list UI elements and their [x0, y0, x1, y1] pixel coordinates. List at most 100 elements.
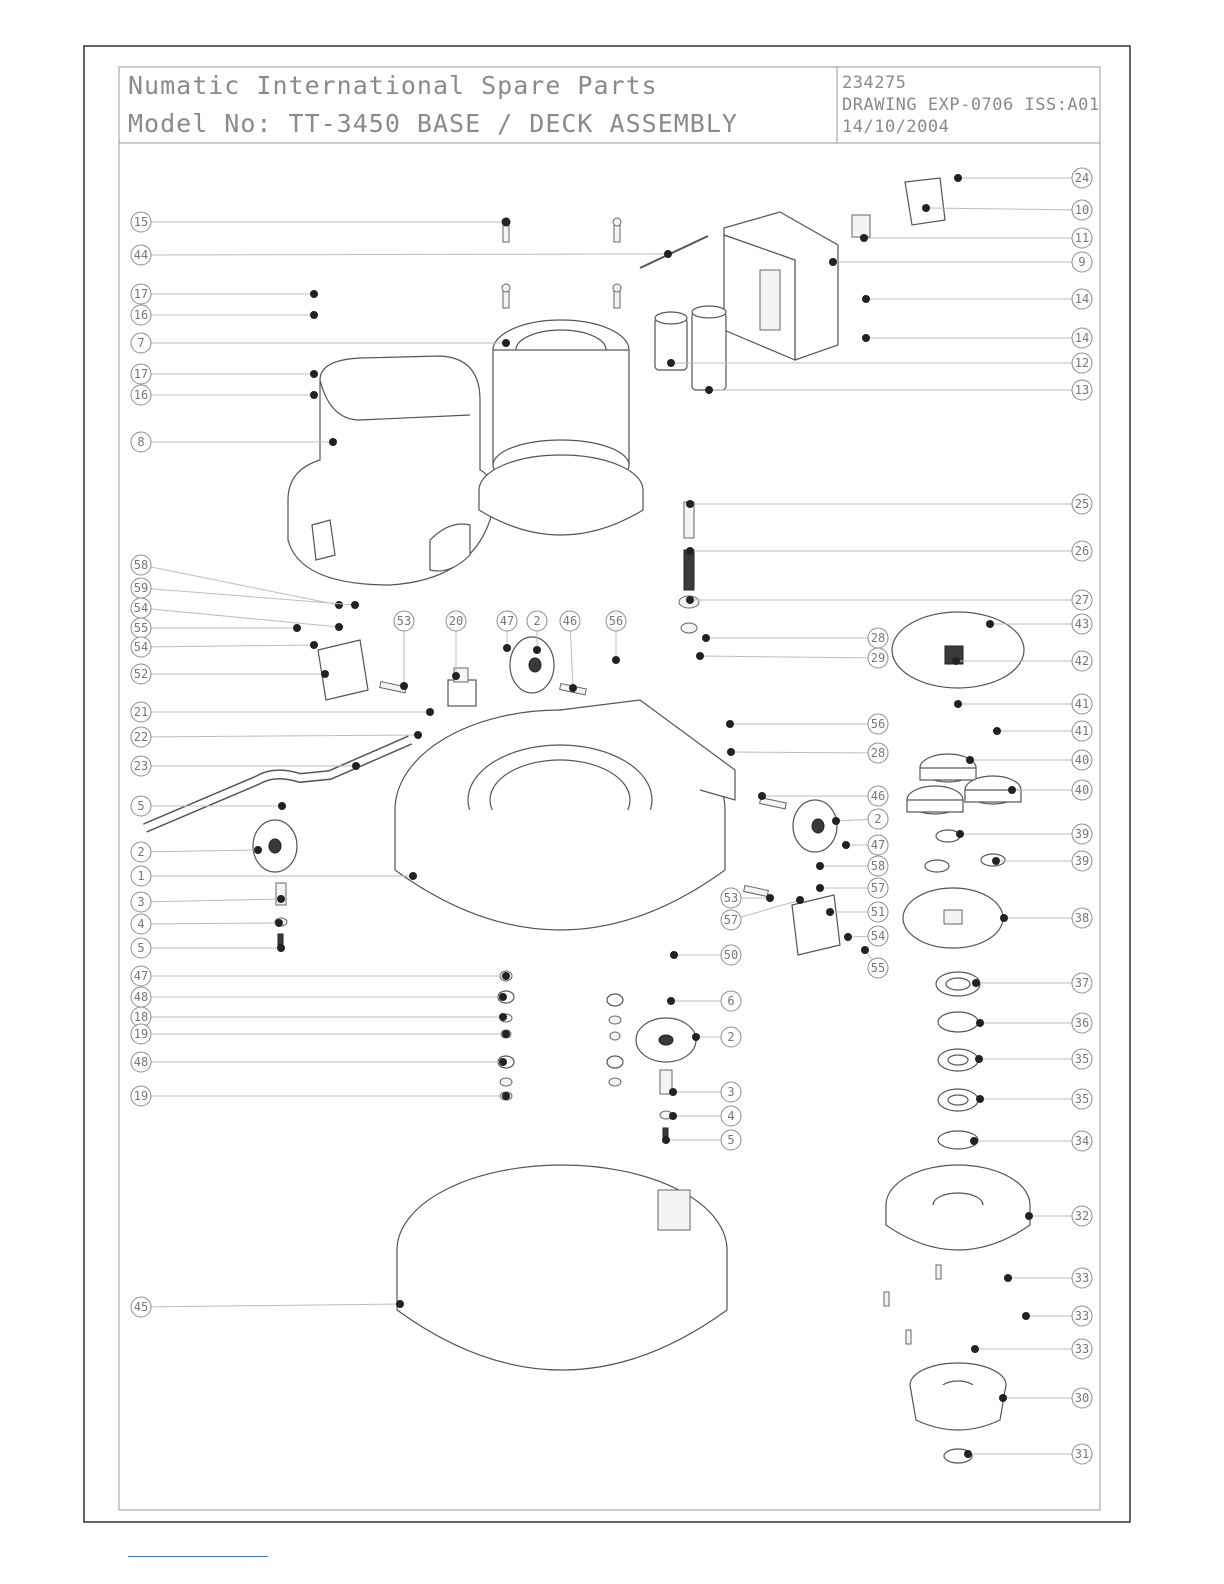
leader-dot	[310, 370, 318, 378]
drawing-date: 14/10/2004	[842, 117, 949, 137]
callout-number: 29	[871, 651, 885, 665]
spacer-stack	[497, 970, 624, 1101]
callout-circle	[130, 554, 152, 576]
callout-number: 2	[137, 845, 144, 859]
leader-dot	[499, 993, 507, 1001]
callout-number: 33	[1075, 1342, 1089, 1356]
callout-circle	[867, 808, 889, 830]
callout-number: 39	[1075, 854, 1089, 868]
callout-18: 18	[130, 1006, 507, 1028]
leader-dot	[986, 620, 994, 628]
callout-number: 41	[1075, 697, 1089, 711]
bearing-stack	[935, 971, 981, 1150]
callout-4: 4	[669, 1105, 742, 1127]
callout-44: 44	[130, 244, 672, 266]
callout-circle	[1071, 1205, 1093, 1227]
callout-number: 53	[397, 614, 411, 628]
leader-dot	[922, 204, 930, 212]
leader-dot	[992, 857, 1000, 865]
callout-circle	[130, 937, 152, 959]
callout-54: 54	[130, 597, 343, 631]
callout-circle	[130, 211, 152, 233]
solenoid-valve	[447, 667, 477, 707]
callout-number: 19	[134, 1089, 148, 1103]
capacitors	[654, 305, 727, 391]
callout-number: 46	[563, 614, 577, 628]
callout-46: 46	[559, 610, 581, 692]
callout-circle	[496, 610, 518, 632]
callout-number: 42	[1075, 654, 1089, 668]
callout-circle	[1071, 1443, 1093, 1465]
leader-dot	[726, 720, 734, 728]
bumper-ring	[396, 1164, 728, 1371]
leader-dot	[502, 1092, 510, 1100]
callout-50: 50	[670, 944, 742, 966]
callout-7: 7	[130, 332, 510, 354]
callout-number: 28	[871, 631, 885, 645]
callout-number: 22	[134, 730, 148, 744]
leader-dot	[758, 792, 766, 800]
callout-16: 16	[130, 384, 318, 406]
leader-dot	[329, 438, 337, 446]
callout-53: 53	[720, 887, 774, 909]
callout-number: 27	[1075, 593, 1089, 607]
callout-46: 46	[758, 785, 889, 807]
leader-dot	[335, 623, 343, 631]
callout-number: 11	[1075, 231, 1089, 245]
leader-dot	[670, 951, 678, 959]
callout-circle	[1071, 352, 1093, 374]
leader-dot	[705, 386, 713, 394]
leader-dot	[686, 596, 694, 604]
callout-number: 7	[137, 336, 144, 350]
pad-drive-disc	[891, 611, 1025, 689]
callout-54: 54	[130, 636, 318, 658]
callout-circle	[130, 913, 152, 935]
axle	[759, 796, 787, 810]
leader-dot	[972, 979, 980, 987]
leader-dot	[862, 334, 870, 342]
wheel-bracket	[791, 894, 841, 956]
callout-number: 5	[727, 1133, 734, 1147]
callout-circle	[1071, 613, 1093, 635]
leader-line	[140, 849, 259, 853]
callout-circle	[1071, 1338, 1093, 1360]
callout-number: 56	[871, 717, 885, 731]
callout-53: 53	[393, 610, 415, 690]
callout-32: 32	[1025, 1205, 1093, 1227]
callout-59: 59	[130, 577, 359, 609]
callout-26: 26	[686, 540, 1093, 562]
callout-number: 48	[134, 1055, 148, 1069]
callout-number: 56	[609, 614, 623, 628]
callout-number: 24	[1075, 171, 1089, 185]
callout-number: 46	[871, 789, 885, 803]
callout-circle	[1071, 779, 1093, 801]
leader-dot	[502, 339, 510, 347]
leader-line	[925, 207, 1083, 211]
callout-19: 19	[130, 1085, 510, 1107]
callout-8: 8	[130, 431, 337, 453]
callout-number: 14	[1075, 292, 1089, 306]
callout-number: 54	[134, 640, 148, 654]
part-number: 234275	[842, 73, 906, 93]
chassis-deck	[394, 699, 736, 931]
callout-number: 31	[1075, 1447, 1089, 1461]
callout-21: 21	[130, 701, 434, 723]
callout-circle	[1071, 251, 1093, 273]
callout-number: 48	[134, 990, 148, 1004]
callout-circle	[720, 990, 742, 1012]
callout-circle	[130, 663, 152, 685]
leader-dot	[612, 656, 620, 664]
callout-circle	[1071, 650, 1093, 672]
leader-dot	[1004, 1274, 1012, 1282]
callout-48: 48	[130, 986, 507, 1008]
leader-line	[730, 899, 801, 921]
spring-assembly	[678, 501, 700, 634]
callout-number: 50	[724, 948, 738, 962]
callout-number: 20	[449, 614, 463, 628]
callout-2: 2	[692, 1026, 742, 1048]
leader-dot	[533, 646, 541, 654]
callout-number: 37	[1075, 976, 1089, 990]
leader-dot	[956, 830, 964, 838]
gearbox-housing	[885, 1164, 1031, 1251]
